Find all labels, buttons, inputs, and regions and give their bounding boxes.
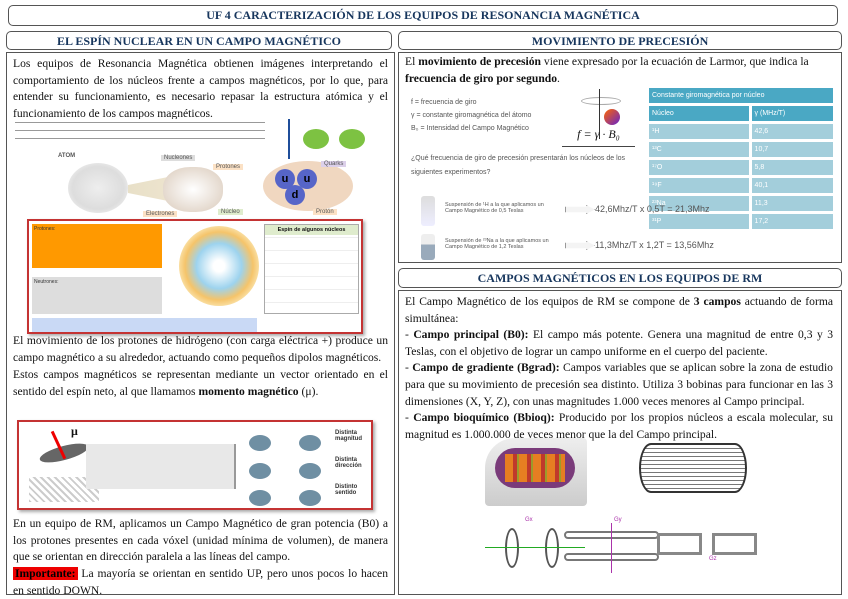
atom-label: ATOM [58,153,76,159]
protons-title: Protones: [34,226,56,232]
cell: 42,6 [751,124,833,139]
col-gamma: γ (MHz/T) [751,106,833,121]
cell: ¹⁷O [649,160,749,175]
experiment-result: 42,6Mhz/T x 0,5T = 21,3Mhz [595,204,710,214]
text: El campo más potente. Genera una magnitu… [405,328,833,358]
legend-f: f = frecuencia de giro [411,99,477,106]
label-different-magnitude: Distinta magnitud [335,430,362,442]
experiment-desc: Suspensión de ¹H a la que aplicamos un C… [445,202,544,214]
nuclear-spin-figure: Protones: Neutrones: Espín de algunos nú… [27,219,363,334]
mu-symbol: μ [71,424,78,438]
col-nucleus: Núcleo [649,106,749,121]
cell: ³¹P [649,214,749,229]
fields-intro: El Campo Magnético de los equipos de RM … [405,294,833,327]
cell: ²³Na [649,196,749,211]
text: actuando de forma simultánea: [405,295,833,325]
text: . [557,71,560,85]
fields-section: El Campo Magnético de los equipos de RM … [398,290,842,595]
text: viene expresado por la ecuación de Larmo… [541,55,809,68]
proton-label: Protón [313,209,337,215]
axis-y-label: Gy [614,517,622,523]
intro-paragraph: Los equipos de Resonancia Magnética obti… [13,57,388,120]
larmor-formula: f = γ · B₀ [562,127,635,147]
axis-z-label: Gz [709,556,717,562]
protons-paragraph: El movimiento de los protones de hidróge… [13,334,388,364]
vial-icon [421,234,435,260]
field-label: Campo principal (B0): [413,328,529,342]
precession-intro: El movimiento de precesión viene expresa… [405,54,825,87]
arrow-icon [565,241,595,250]
legend-gamma: γ = constante giromagnética del átomo [411,112,532,119]
arrow-icon [565,205,595,214]
up-quark: u [275,169,295,189]
quarks-label: Quarks [321,161,347,167]
electrons-label: Electrones [143,211,178,217]
precession-term: movimiento de precesión [418,55,541,68]
protons-label: Protones [213,164,244,170]
cell: ¹⁹F [649,178,749,193]
coil-cylinder-figure [639,443,747,493]
cell: ¹³C [649,142,749,157]
up-quark: u [297,169,317,189]
experiment-row: Suspensión de ²³Na a la que aplicamos un… [421,232,821,262]
gyromagnetic-table: Constante giromagnética por núcleo Núcle… [646,85,836,232]
important-note: Importante: La mayoría se orientan en se… [13,566,388,599]
rm-field-paragraph: En un equipo de RM, aplicamos un Campo M… [13,517,388,564]
experiment-result: 11,3Mhz/T x 1,2T = 13,56Mhz [595,240,714,250]
magnetic-moment-paragraph: Estos campos magnéticos se representan m… [13,367,388,400]
gradient-coil-y: Gy [564,517,659,573]
cell: 5,8 [751,160,833,175]
neutrons-title: Neutrones: [34,279,59,285]
magnetic-moment-term: momento magnético [198,384,299,398]
cell: ¹H [649,124,749,139]
magnetic-moment-figure: μ Distinta magnitud Distinta dirección D… [17,420,373,510]
gradient-coil-x: Gx [485,517,585,573]
precession-icon [571,89,631,139]
frequency-term: frecuencia de giro por segundo [405,71,558,85]
mri-scanner-figure [485,438,587,506]
field-item-main: - Campo principal (B0): El campo más pot… [405,328,833,358]
nucleus-label: Núcleo [218,209,243,215]
gyro-table-title: Constante giromagnética por núcleo [649,88,833,103]
precession-header: MOVIMIENTO DE PRECESIÓN [398,31,842,50]
label-different-sense: Distinto sentido [335,484,358,496]
axis-x-label: Gx [525,517,533,523]
label-different-direction: Distinta dirección [335,457,362,469]
precession-section: El movimiento de precesión viene expresa… [398,52,842,263]
cell: 40,1 [751,178,833,193]
gradient-coil-z: Gz [657,523,757,573]
fields-header: CAMPOS MAGNÉTICOS EN LOS EQUIPOS DE RM [398,268,842,288]
cell: 11,3 [751,196,833,211]
important-label: Importante: [13,567,78,580]
question-text: ¿Qué frecuencia de giro de precesión pre… [411,155,626,176]
cell: 10,7 [751,142,833,157]
down-quark: d [285,185,305,205]
page-title: UF 4 CARACTERIZACIÓN DE LOS EQUIPOS DE R… [8,5,838,26]
experiment-desc: Suspensión de ²³Na a la que aplicamos un… [445,238,549,250]
cell: 17,2 [751,214,833,229]
field-label: Campo de gradiente (Bgrad): [412,361,560,375]
field-item-gradient: - Campo de gradiente (Bgrad): Campos var… [405,361,833,408]
field-item-biochemical: - Campo bioquímico (Bbioq): Producido po… [405,411,833,441]
atom-structure-figure: ATOM Nucleones Protones Núcleo Electrone… [13,119,391,219]
nucleons-label: Nucleones [161,155,196,161]
text: Campos variables que se aplican sobre la… [405,361,833,408]
text: El [405,55,419,68]
spin-table-title: Espín de algunos núcleos [265,225,358,235]
text: Producido por los propios núcleos a esca… [405,411,833,441]
legend-b0: B₀ = Intensidad del Campo Magnético [411,125,529,132]
vial-icon [421,196,435,226]
text: El Campo Magnético de los equipos de RM … [405,295,694,308]
text: (μ). [298,384,319,398]
text: Estos campos magnéticos se representan m… [13,368,388,398]
left-section-header: EL ESPÍN NUCLEAR EN UN CAMPO MAGNÉTICO [6,31,392,50]
experiment-row: Suspensión de ¹H a la que aplicamos un C… [421,196,821,226]
field-label: Campo bioquímico (Bbioq): [413,411,555,425]
left-section: Los equipos de Resonancia Magnética obti… [6,52,395,597]
three-fields-term: 3 campos [693,295,741,308]
text: La mayoría se orientan en sentido UP, pe… [13,567,388,597]
